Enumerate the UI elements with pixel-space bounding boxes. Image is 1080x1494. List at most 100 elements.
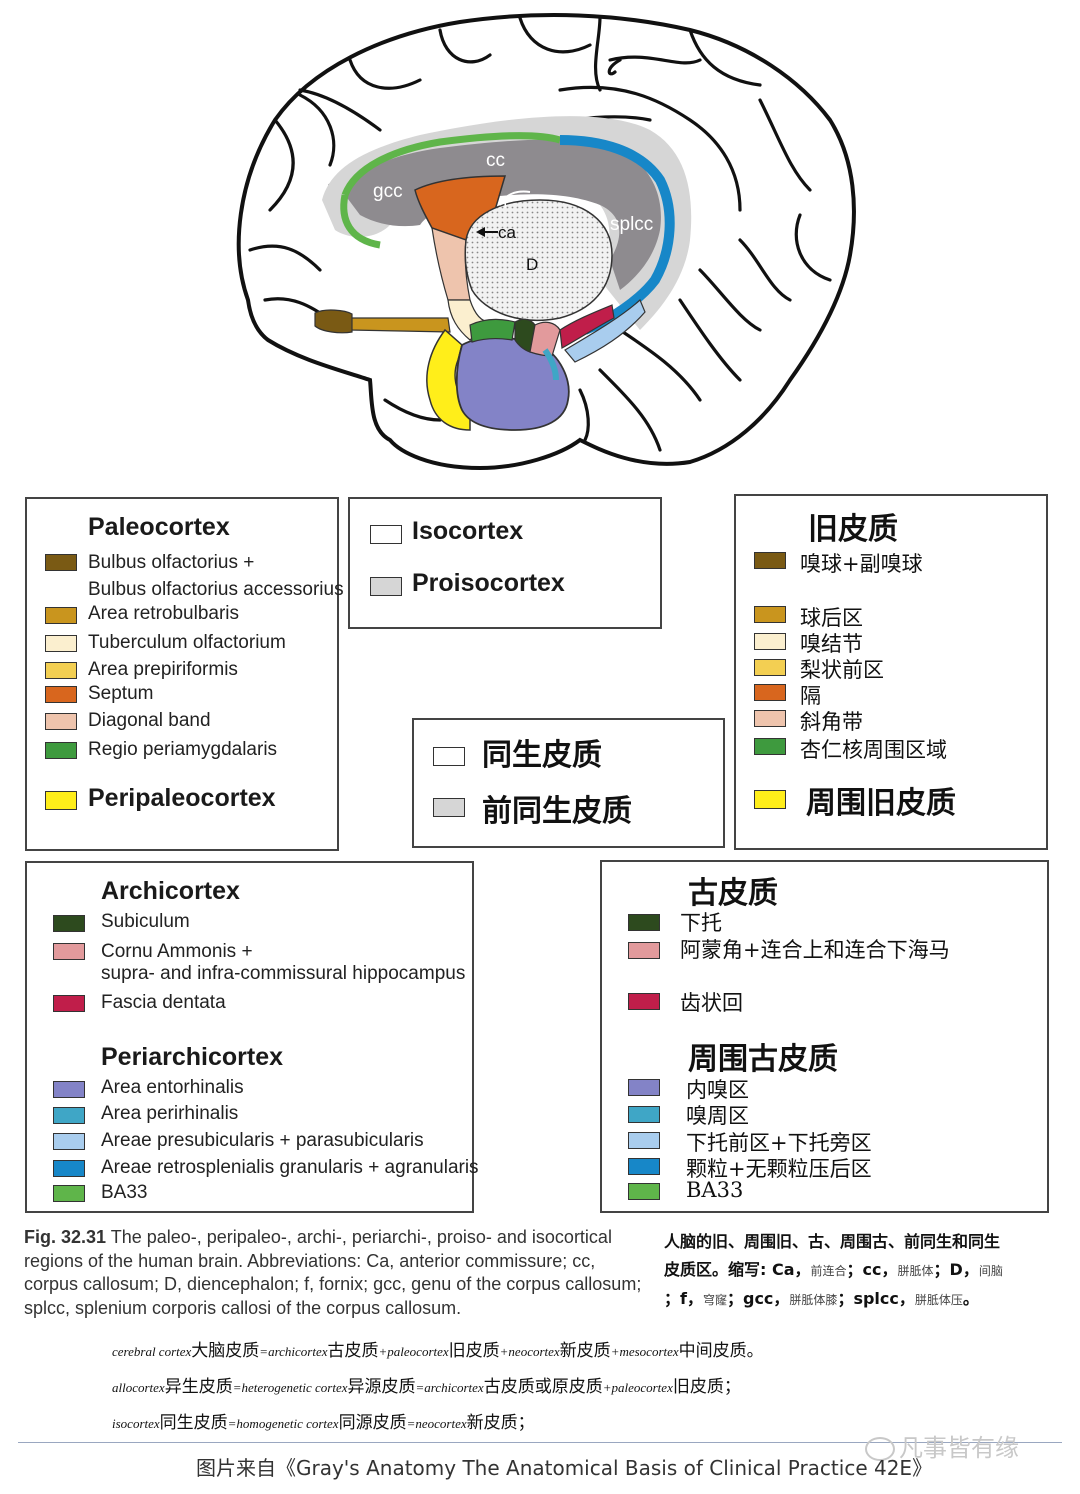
paleo-item-5: Area prepiriformis: [88, 659, 238, 680]
swatch-subiculum: [53, 915, 85, 932]
swatch-cornu: [53, 943, 85, 960]
paleo-item-4: Tuberculum olfactorium: [88, 632, 286, 653]
paleo-item-3: Area retrobulbaris: [88, 603, 240, 624]
swatch-zh-peripaleo: [754, 790, 786, 809]
archi-item-3: supra- and infra-commissural hippocampus: [101, 963, 466, 984]
wechat-icon: [865, 1437, 895, 1461]
periarchi-item-2: Area perirhinalis: [101, 1103, 239, 1124]
swatch-zh-retrobulbaris: [754, 606, 786, 623]
zh-archicortex-legend-box: 古皮质 下托 阿蒙角+连合上和连合下海马 齿状回 周围古皮质 内嗅区 嗅周区 下…: [600, 860, 1049, 1213]
label-d: D: [526, 255, 538, 274]
periarchi-item-3: Areae presubicularis + parasubicularis: [101, 1130, 424, 1151]
swatch-zh-dentata: [628, 993, 660, 1010]
label-cc: cc: [486, 150, 505, 171]
swatch-tuberculum: [45, 635, 77, 652]
paleocortex-title: Paleocortex: [88, 513, 230, 541]
archi-item-2: Cornu Ammonis +: [101, 941, 253, 962]
zh-periarchi-item-1: 内嗅区: [686, 1078, 749, 1102]
presubicular-region: [564, 298, 646, 363]
swatch-zh-proisocortex: [433, 798, 465, 817]
proisocortex-label: Proisocortex: [412, 569, 565, 597]
label-ca: ca: [498, 223, 517, 242]
paleo-item-7: Diagonal band: [88, 710, 211, 731]
zh-periarchi-item-4: 颗粒+无颗粒压后区: [686, 1157, 872, 1181]
label-gcc: gcc: [373, 181, 403, 202]
swatch-zh-isocortex: [433, 747, 465, 766]
zh-periarchicortex-title: 周围古皮质: [688, 1042, 838, 1077]
paleo-item-1: Bulbus olfactorius +: [88, 552, 255, 573]
zh-periarchi-item-2: 嗅周区: [686, 1104, 749, 1128]
swatch-entorhinalis: [53, 1081, 85, 1098]
paleo-item-6: Septum: [88, 683, 154, 704]
swatch-proisocortex: [370, 577, 402, 596]
swatch-zh-diagonal: [754, 710, 786, 727]
paleo-item-8: Regio periamygdalaris: [88, 739, 278, 760]
figure-number: Fig. 32.31: [24, 1227, 107, 1247]
source-credit: 图片来自《Gray's Anatomy The Anatomical Basis…: [196, 1456, 933, 1480]
caption-zh-line3: ；f，穹窿；gcc，胼胝体膝；splcc，胼胝体压。: [664, 1289, 979, 1308]
swatch-zh-septum: [754, 684, 786, 701]
paleo-item-2: Bulbus olfactorius accessorius: [88, 579, 344, 600]
caption-zh-line2: 皮质区。缩写: Ca，前连合；cc，胼胝体；D，间脑: [664, 1260, 1003, 1279]
zh-archicortex-title: 古皮质: [688, 876, 778, 911]
zh-paleo-item-6: 斜角带: [800, 710, 863, 734]
label-f: f: [503, 193, 508, 212]
swatch-zh-prepiriformis: [754, 659, 786, 676]
swatch-presubicularis: [53, 1133, 85, 1150]
periarchi-item-4: Areae retrosplenialis granularis + agran…: [101, 1157, 479, 1178]
swatch-retrobulbaris: [45, 607, 77, 624]
fornix-line: [499, 190, 531, 206]
periamygdalar-region: [469, 318, 516, 343]
swatch-zh-periamygdalaris: [754, 738, 786, 755]
zh-paleocortex-legend-box: 旧皮质 嗅球+副嗅球 球后区 嗅结节 梨状前区 隔 斜角带 杏仁核周围区域 周围…: [734, 494, 1048, 850]
swatch-dentata: [53, 995, 85, 1012]
caption-zh-line1: 人脑的旧、周围旧、古、周围古、前同生和同生: [664, 1232, 1001, 1251]
peripaleocortex-title: Peripaleocortex: [88, 784, 276, 812]
ba33-strip: [341, 132, 562, 197]
perirhinal-region: [542, 348, 559, 381]
zh-peripaleocortex-title: 周围旧皮质: [806, 786, 956, 821]
swatch-peripaleo: [45, 791, 77, 810]
zh-periarchi-item-3: 下托前区+下托旁区: [686, 1131, 872, 1155]
label-splcc: splcc: [610, 214, 653, 235]
swatch-retrosplenialis: [53, 1160, 85, 1177]
swatch-zh-bulbus: [754, 552, 786, 569]
swatch-prepiriformis: [45, 662, 77, 679]
figure-caption-text: The paleo-, peripaleo-, archi-, periarch…: [24, 1227, 642, 1318]
figure-caption-en: Fig. 32.31 The paleo-, peripaleo-, archi…: [24, 1226, 650, 1320]
watermark: 凡事皆有缘: [865, 1428, 1019, 1463]
zh-paleo-item-7: 杏仁核周围区域: [800, 738, 947, 762]
swatch-zh-retrosplenialis: [628, 1158, 660, 1175]
olfactory-tract: [349, 317, 451, 333]
note-line-2: allocortex异生皮质=heterogenetic cortex异源皮质=…: [112, 1377, 741, 1397]
corpus-callosum: [345, 139, 661, 290]
note-line-3: isocortex同生皮质=homogenetic cortex同源皮质=neo…: [112, 1413, 535, 1433]
swatch-zh-ba33: [628, 1183, 660, 1200]
zh-paleo-item-3: 嗅结节: [800, 632, 863, 656]
zh-paleo-item-4: 梨状前区: [800, 658, 884, 682]
swatch-ba33: [53, 1185, 85, 1202]
isocortex-label: Isocortex: [412, 517, 524, 545]
swatch-septum: [45, 686, 77, 703]
swatch-isocortex: [370, 525, 402, 544]
swatch-perirhinalis: [53, 1107, 85, 1124]
swatch-zh-entorhinalis: [628, 1079, 660, 1096]
periarchi-item-1: Area entorhinalis: [101, 1077, 244, 1098]
swatch-periamygdalaris: [45, 742, 77, 759]
zh-paleo-item-1: 嗅球+副嗅球: [800, 552, 923, 576]
retrosplenial-region: [559, 135, 675, 335]
zh-archi-item-3: 齿状回: [680, 991, 743, 1015]
archi-item-4: Fascia dentata: [101, 992, 226, 1013]
zh-archi-item-2: 阿蒙角+连合上和连合下海马: [680, 938, 950, 962]
zh-proisocortex-label: 前同生皮质: [482, 794, 632, 829]
zh-isocortex-legend-box: 同生皮质 前同生皮质: [412, 718, 725, 848]
zh-paleo-item-2: 球后区: [800, 606, 863, 630]
brain-medial-view-illustration: cc gcc f ca D splcc: [236, 13, 856, 471]
ca-arrow-head: [476, 227, 485, 237]
zh-periarchi-item-5: BA33: [686, 1178, 744, 1202]
fascia-dentata-region: [559, 304, 615, 349]
swatch-zh-cornu: [628, 942, 660, 959]
zh-isocortex-label: 同生皮质: [482, 738, 602, 773]
swatch-zh-tuberculum: [754, 633, 786, 650]
periarchi-item-5: BA33: [101, 1182, 148, 1203]
